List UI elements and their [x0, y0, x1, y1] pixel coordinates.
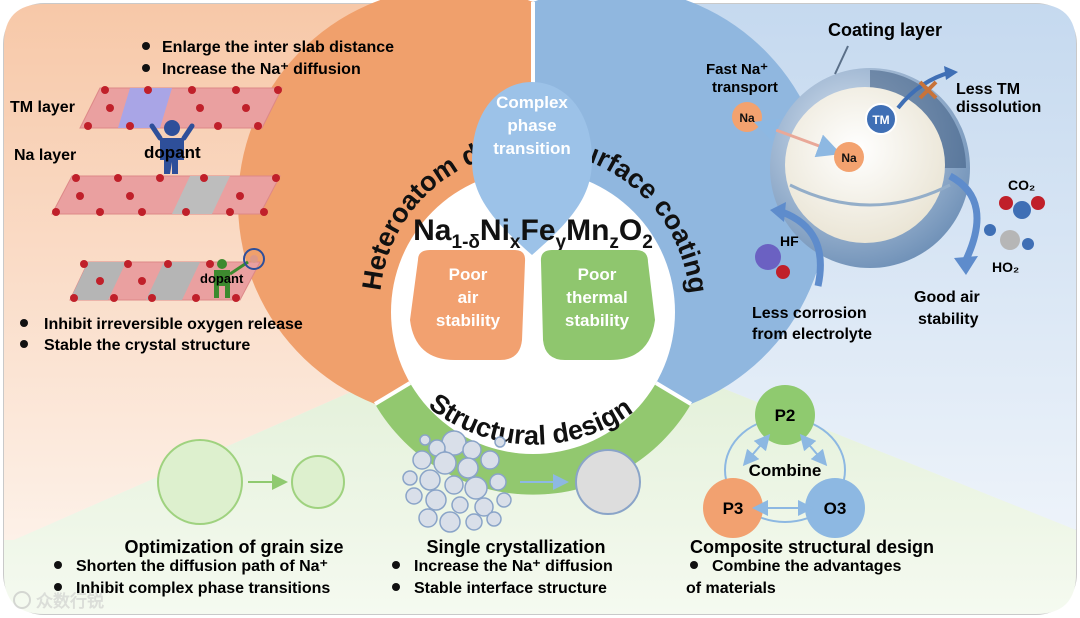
p3-label: P3	[723, 499, 744, 518]
o3-label: O3	[824, 499, 847, 518]
grain-size-graphic	[157, 439, 345, 525]
bullet-enlarge: Enlarge the inter slab distance	[162, 39, 394, 56]
co2-label: CO₂	[1008, 177, 1035, 193]
ho2-molecule-icon	[984, 224, 1034, 250]
tm-ion: TM	[865, 103, 897, 135]
na-ion-inner: Na	[834, 142, 864, 172]
less-tm-line1: Less TM	[956, 81, 1020, 98]
single-title: Single crystallization	[426, 537, 605, 557]
blocked-cross-icon	[918, 80, 938, 100]
composite-bullet-2: of materials	[686, 580, 776, 597]
coating-layer-label: Coating layer	[828, 20, 942, 40]
fast-na-line1: Fast Na⁺	[706, 61, 768, 78]
poor-thermal-line1: Poor	[578, 265, 617, 284]
less-tm-line2: dissolution	[956, 99, 1041, 116]
single-bullet-dot-1	[392, 561, 400, 569]
corrosion-arrow-head	[770, 202, 786, 222]
complex-phase-line3: transition	[493, 139, 570, 158]
poor-air-line2: air	[458, 288, 479, 307]
chemical-formula: Na1-δNixFeyMnzO2	[413, 214, 653, 253]
composite-bullet-1: Combine the advantages	[712, 558, 901, 575]
poor-thermal-line3: stability	[565, 311, 630, 330]
na-transport-arrow	[753, 118, 842, 158]
poor-thermal-line2: thermal	[566, 288, 627, 307]
fast-na-line2: transport	[712, 79, 778, 96]
combine-label: Combine	[749, 461, 822, 480]
good-air-line2: stability	[918, 311, 979, 328]
air-arrow-head	[954, 256, 978, 275]
bullet-stable-crystal: Stable the crystal structure	[44, 337, 250, 354]
grain-title: Optimization of grain size	[124, 537, 343, 557]
na-layer-label: Na layer	[14, 147, 76, 164]
svg-text:Na: Na	[739, 111, 755, 125]
poor-air-line1: Poor	[449, 265, 488, 284]
bullet-inhibit-oxygen: Inhibit irreversible oxygen release	[44, 316, 303, 333]
complex-phase-drop: Complex phase transition	[472, 82, 592, 255]
small-dopant-person-icon	[214, 248, 265, 298]
coated-particle-sphere	[770, 68, 970, 268]
grain-bullet-dot-1	[54, 561, 62, 569]
heteroatom-top-bullets: Enlarge the inter slab distance Increase…	[142, 39, 394, 78]
grain-bullet-2: Inhibit complex phase transitions	[76, 580, 330, 597]
ho2-label: HO₂	[992, 259, 1019, 275]
na-ion-outer: Na	[732, 102, 762, 132]
less-corrosion-line2: from electrolyte	[752, 326, 872, 343]
corrosion-curved-arrow	[780, 208, 824, 287]
dopant-person-icon	[149, 120, 195, 174]
single-crystal-circle	[575, 449, 641, 515]
heteroatom-bottom-bullets: Inhibit irreversible oxygen release Stab…	[20, 316, 303, 354]
na-layer-slab	[51, 174, 281, 216]
poor-thermal-stability-blob: Poor thermal stability	[540, 250, 655, 360]
less-corrosion-line1: Less corrosion	[752, 305, 867, 322]
poor-air-stability-blob: Poor air stability	[410, 250, 526, 360]
good-air-line1: Good air	[914, 289, 980, 306]
watermark-text: 众数行锐	[36, 591, 104, 611]
polycrystal-cluster	[402, 430, 512, 533]
single-bullet-2: Stable interface structure	[414, 580, 607, 597]
complex-phase-line1: Complex	[496, 93, 568, 112]
hf-label: HF	[780, 233, 799, 249]
hf-molecule-icon	[755, 244, 790, 279]
coating-pointer-line	[834, 45, 849, 75]
composite-cycle	[703, 385, 865, 538]
bullet-increase-na: Increase the Na⁺ diffusion	[162, 61, 361, 78]
p2-label: P2	[775, 406, 796, 425]
dopant-label-small: dopant	[200, 271, 244, 286]
air-curved-arrow	[948, 172, 981, 264]
grain-bullet-1: Shorten the diffusion path of Na⁺	[76, 558, 328, 575]
single-bullet-dot-2	[392, 583, 400, 591]
single-bullet-1: Increase the Na⁺ diffusion	[414, 558, 613, 575]
co2-molecule-icon	[999, 196, 1045, 219]
lower-slab	[69, 260, 261, 302]
svg-text:TM: TM	[872, 113, 889, 127]
dopant-label-large: dopant	[144, 143, 201, 162]
composite-title: Composite structural design	[690, 537, 934, 557]
tm-arrow-head	[944, 66, 958, 80]
composite-bullet-dot	[690, 561, 698, 569]
svg-text:Na: Na	[841, 151, 857, 165]
complex-phase-line2: phase	[507, 116, 556, 135]
poor-air-line3: stability	[436, 311, 501, 330]
grain-bullet-dot-2	[54, 583, 62, 591]
tm-layer-slab	[79, 86, 283, 130]
watermark: 众数行锐	[13, 591, 104, 611]
tm-layer-label: TM layer	[10, 99, 75, 116]
